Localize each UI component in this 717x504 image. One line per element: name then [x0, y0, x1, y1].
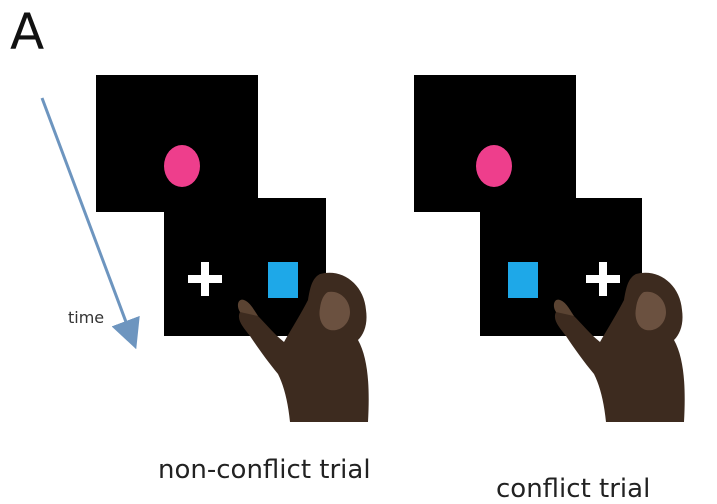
monkey-image: [553, 272, 685, 422]
panel-letter: A: [10, 3, 45, 61]
trial2-response-screen: [480, 198, 642, 336]
cue-dot: [476, 145, 512, 187]
trial1-cue-screen: [96, 75, 258, 212]
trial2-cue-screen: [414, 75, 576, 212]
trial1-caption: non-conflict trial: [158, 455, 371, 485]
time-arrow-icon: [40, 97, 140, 350]
square-stimulus: [508, 262, 538, 298]
square-stimulus: [268, 262, 298, 298]
trial1-response-screen: [164, 198, 326, 336]
monkey-image: [237, 272, 369, 422]
cue-dot: [164, 145, 200, 187]
cross-icon: [586, 262, 620, 296]
trial2-caption: conflict trial: [496, 474, 651, 504]
cross-icon: [188, 262, 222, 296]
time-label: time: [68, 308, 105, 327]
